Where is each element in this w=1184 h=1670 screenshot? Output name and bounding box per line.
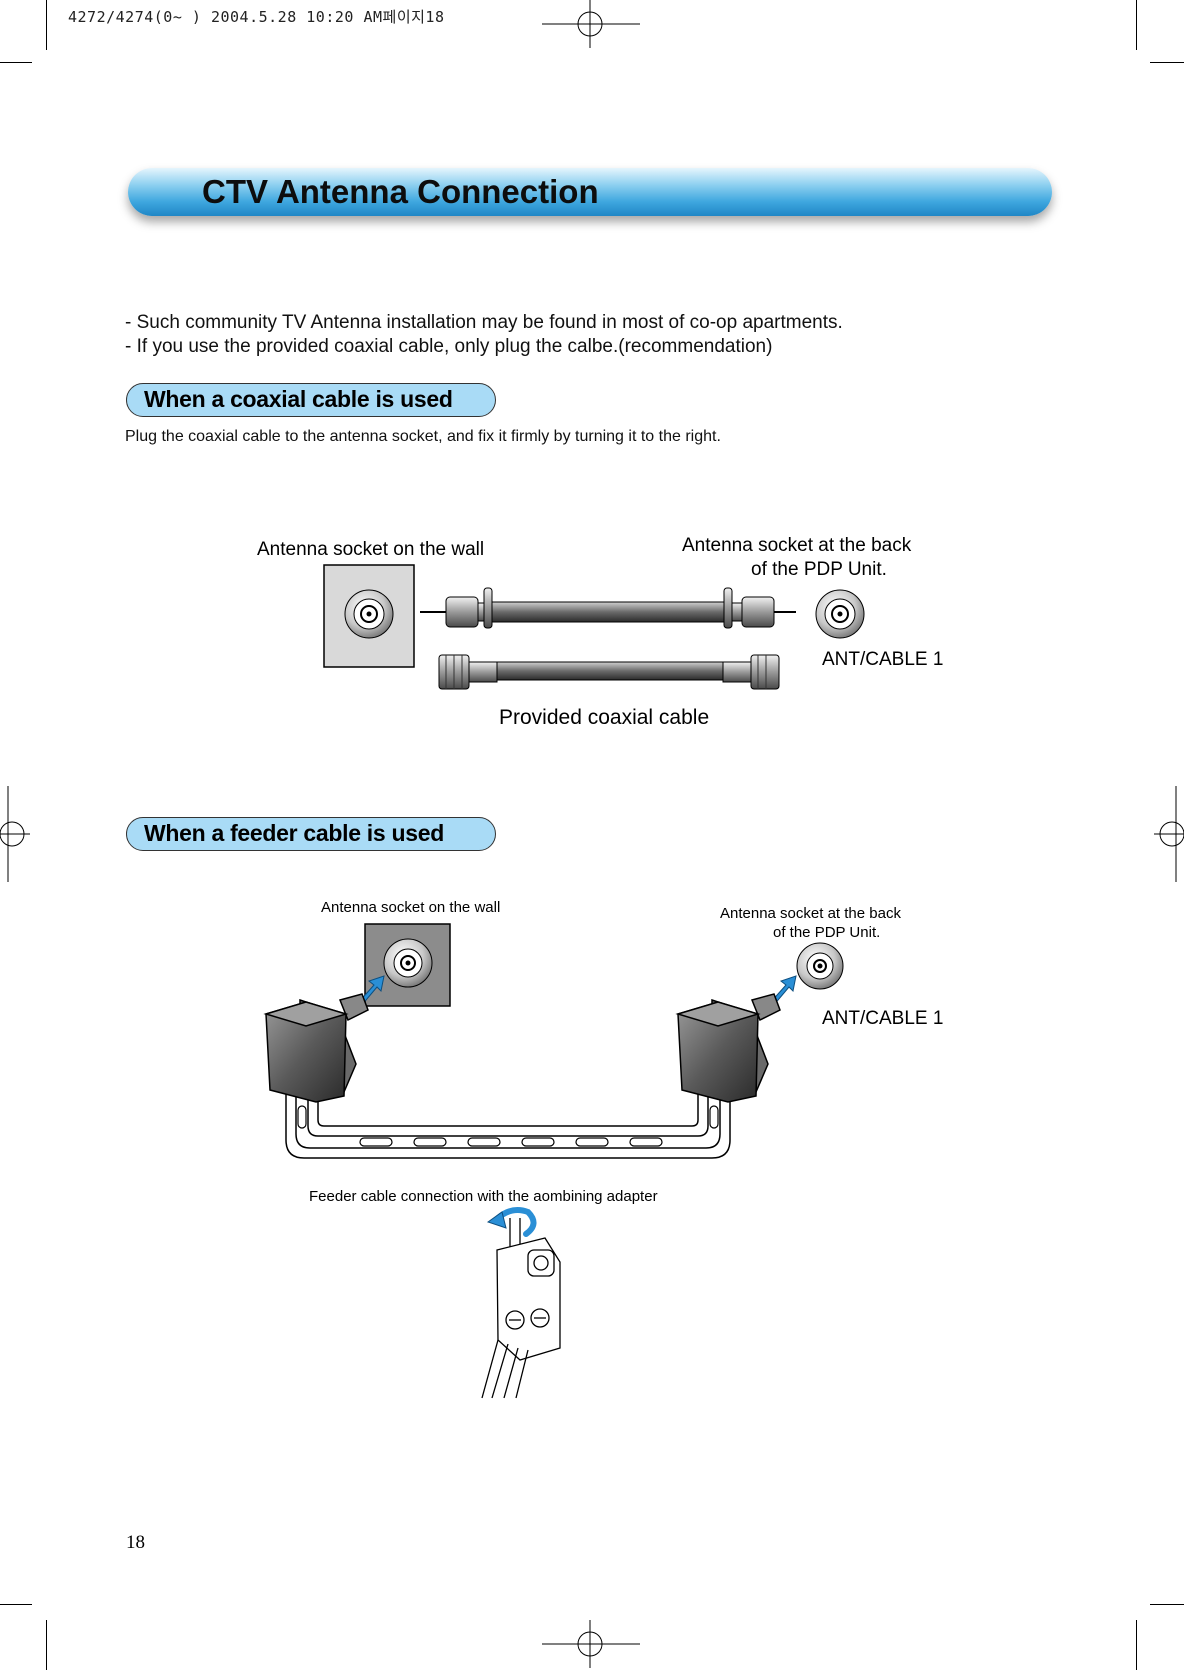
crop-mark	[1136, 1620, 1137, 1670]
page-number: 18	[126, 1532, 145, 1553]
feeder-wall-socket-label: Antenna socket on the wall	[321, 899, 501, 916]
feeder-back-socket-icon	[796, 942, 844, 990]
rotate-arrow-head-icon	[486, 1211, 507, 1229]
feeder-section-pill	[126, 817, 496, 851]
title-bar	[128, 168, 1052, 216]
feeder-wall-socket-icon	[383, 938, 433, 988]
feeder-adapter-label: Feeder cable connection with the aombini…	[309, 1188, 658, 1205]
back-socket-icon	[815, 589, 865, 639]
wall-socket-icon	[344, 589, 394, 639]
intro-line-2: - If you use the provided coaxial cable,…	[125, 336, 773, 357]
coax-wall-socket-label: Antenna socket on the wall	[257, 539, 485, 560]
crop-mark	[0, 1604, 32, 1605]
coaxial-section-heading: When a coaxial cable is used	[144, 386, 453, 412]
coax-cable-label: Provided coaxial cable	[499, 706, 710, 729]
feeder-section-heading: When a feeder cable is used	[144, 820, 444, 846]
right-feeder-adapter	[675, 993, 781, 1103]
feeder-port-label: ANT/CABLE 1	[822, 1008, 944, 1029]
left-feeder-adapter	[263, 993, 369, 1103]
crop-mark	[46, 1620, 47, 1670]
coaxial-instruction: Plug the coaxial cable to the antenna so…	[125, 428, 721, 445]
crop-mark	[1150, 1604, 1184, 1605]
feeder-back-socket-label-2: of the PDP Unit.	[773, 924, 881, 941]
coaxial-section-pill	[126, 383, 496, 417]
crop-mark	[1150, 62, 1184, 63]
page-title: CTV Antenna Connection	[202, 173, 599, 210]
coax-back-socket-label-2: of the PDP Unit.	[751, 559, 887, 580]
crop-mark	[46, 0, 47, 50]
provided-coax-cable	[438, 654, 780, 690]
feeder-cable-holes	[297, 1105, 719, 1147]
coax-back-socket-label-1: Antenna socket at the back	[682, 535, 912, 556]
feeder-back-socket-label-1: Antenna socket at the back	[720, 905, 901, 922]
combining-adapter-illustration	[481, 1218, 561, 1399]
coax-port-label: ANT/CABLE 1	[822, 649, 944, 670]
crop-mark	[1136, 0, 1137, 50]
print-header: 4272/4274(0~ ) 2004.5.28 10:20 AM페이지18	[68, 8, 445, 26]
intro-line-1: - Such community TV Antenna installation…	[125, 312, 843, 333]
crop-mark	[0, 62, 32, 63]
top-coax-cable	[420, 587, 796, 629]
feeder-cable	[285, 1090, 731, 1159]
rotate-arrow-icon	[495, 1207, 537, 1237]
